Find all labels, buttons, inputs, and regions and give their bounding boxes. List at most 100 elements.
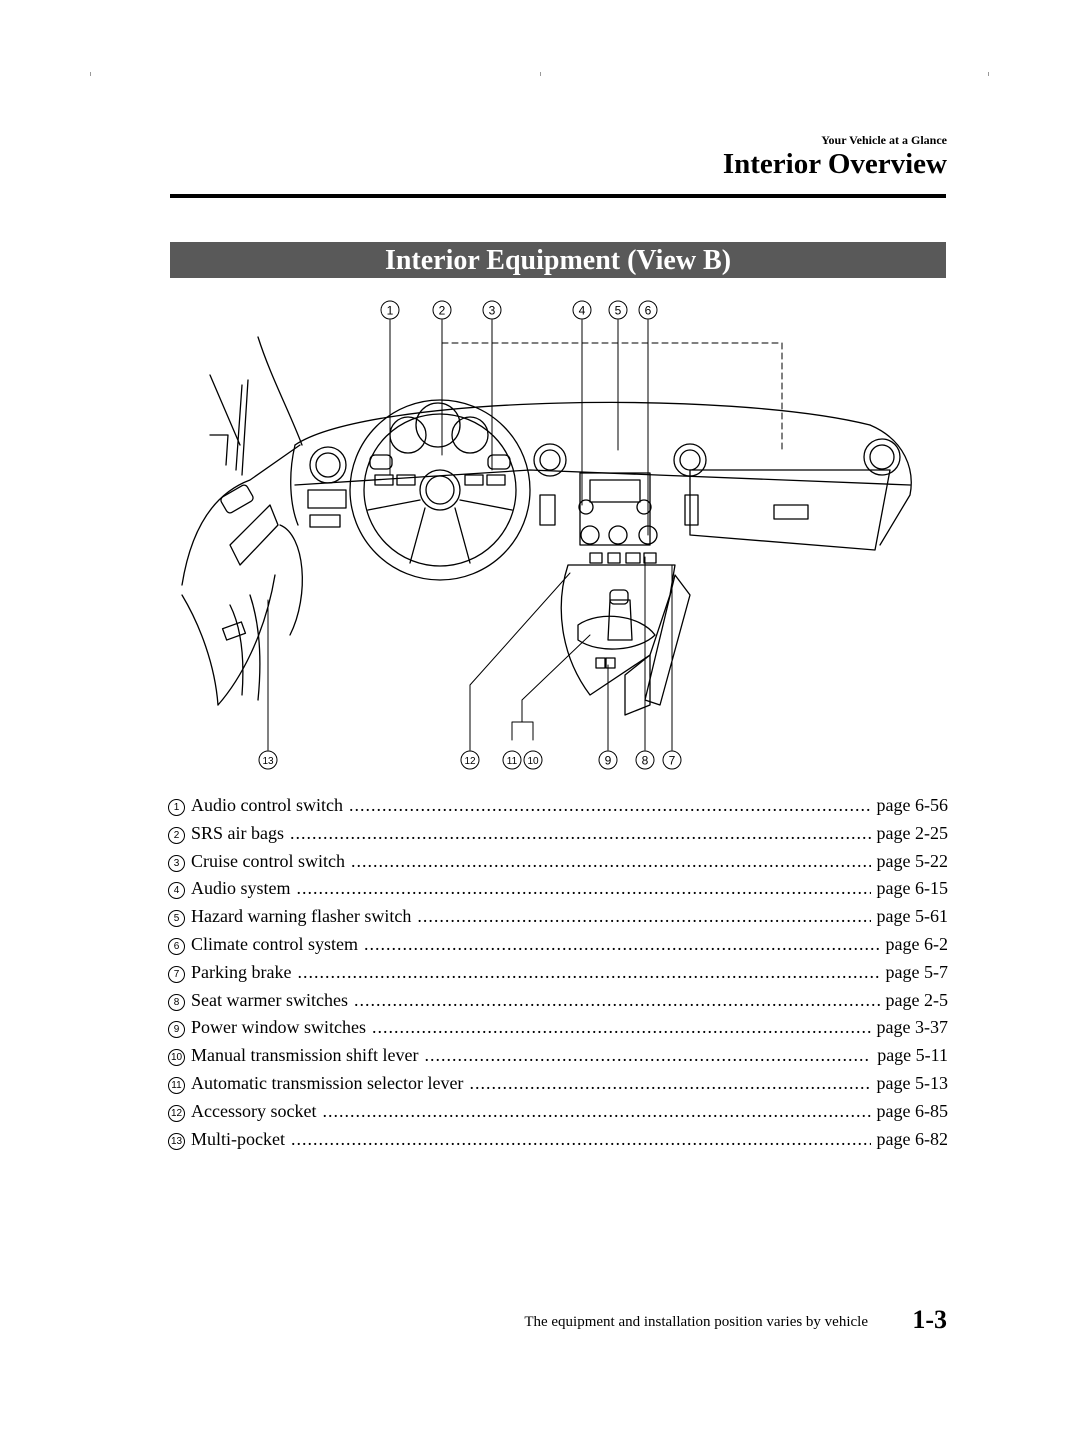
interior-diagram: 1 2 3 4 5 6 13 12 11 10 9 8 7 <box>170 295 946 785</box>
legend-item: 12 Accessory socket page 6-85 <box>168 1098 948 1126</box>
legend-page-ref: page 6-85 <box>876 1100 948 1121</box>
dot-leader <box>297 875 871 903</box>
legend-number: 5 <box>168 910 185 928</box>
crop-mark-right <box>988 72 989 76</box>
callout-1: 1 <box>380 300 400 320</box>
svg-text:9: 9 <box>605 754 612 768</box>
svg-text:1: 1 <box>387 304 394 318</box>
legend-label: Accessory socket <box>191 1100 317 1121</box>
legend-page-ref: page 2-25 <box>876 822 948 843</box>
dot-leader <box>364 931 880 959</box>
svg-text:4: 4 <box>579 304 586 318</box>
legend-number: 9 <box>168 1021 185 1039</box>
svg-text:12: 12 <box>464 756 476 767</box>
steering-wheel-drawing <box>349 399 531 581</box>
legend-label: Power window switches <box>191 1017 366 1038</box>
footer-note: The equipment and installation position … <box>524 1314 868 1330</box>
svg-text:11: 11 <box>507 756 518 767</box>
page-number: 1-3 <box>912 1305 947 1334</box>
legend-item: 11 Automatic transmission selector lever p… <box>168 1070 948 1098</box>
legend-page-ref: page 3-37 <box>876 1017 948 1038</box>
callout-12: 12 <box>460 750 480 770</box>
legend-item: 10 Manual transmission shift lever page 5-… <box>168 1042 948 1070</box>
legend-number: 12 <box>168 1104 185 1122</box>
legend-label: Hazard warning flasher switch <box>191 906 412 927</box>
legend-page-ref: page 5-61 <box>876 906 948 927</box>
section-banner: Interior Equipment (View B) <box>170 242 946 278</box>
legend-page-ref: page 5-22 <box>876 850 948 871</box>
legend-item: 7 Parking brake page 5-7 <box>168 959 948 987</box>
svg-text:2: 2 <box>439 304 446 318</box>
legend-number: 6 <box>168 937 185 955</box>
legend-number: 2 <box>168 826 185 844</box>
svg-text:8: 8 <box>642 754 649 768</box>
legend-page-ref: page 5-13 <box>876 1072 948 1093</box>
legend-page-ref: page 6-2 <box>885 933 948 954</box>
dot-leader <box>322 1098 870 1126</box>
legend-number: 8 <box>168 993 185 1011</box>
dot-leader <box>417 903 870 931</box>
svg-text:6: 6 <box>645 304 652 318</box>
dot-leader <box>349 792 871 820</box>
svg-text:10: 10 <box>527 756 539 767</box>
legend-item: 3 Cruise control switch page 5-22 <box>168 848 948 876</box>
legend-label: Cruise control switch <box>191 850 345 871</box>
legend-number: 10 <box>168 1049 185 1067</box>
legend-item: 1 Audio control switch page 6-56 <box>168 792 948 820</box>
legend-number: 1 <box>168 799 185 816</box>
callout-11: 11 <box>502 750 522 770</box>
callout-8: 8 <box>635 750 655 770</box>
legend-label: Audio system <box>191 878 291 899</box>
dot-leader <box>290 820 871 848</box>
dot-leader <box>469 1070 870 1098</box>
callout-13: 13 <box>258 750 278 770</box>
legend-page-ref: page 6-56 <box>876 795 948 815</box>
svg-text:5: 5 <box>615 304 622 318</box>
dot-leader <box>291 1126 871 1154</box>
legend-label: Audio control switch <box>191 795 343 815</box>
callout-6: 6 <box>638 300 658 320</box>
door-drawing <box>181 336 303 706</box>
dot-leader <box>424 1042 871 1070</box>
legend-label: SRS air bags <box>191 822 285 843</box>
legend-item: 5 Hazard warning flasher switch page 5-61 <box>168 903 948 931</box>
equipment-legend: 1 Audio control switch page 6-56 2 SRS air … <box>168 792 948 1153</box>
page-title: Interior Overview <box>722 148 947 180</box>
legend-item: 9 Power window switches page 3-37 <box>168 1014 948 1042</box>
legend-page-ref: page 2-5 <box>885 989 948 1010</box>
legend-item: 6 Climate control system page 6-2 <box>168 931 948 959</box>
legend-page-ref: page 5-11 <box>877 1045 948 1066</box>
legend-page-ref: page 6-15 <box>876 878 948 899</box>
callout-5: 5 <box>608 300 628 320</box>
legend-label: Manual transmission shift lever <box>191 1045 419 1066</box>
leader-lines <box>267 319 783 751</box>
callout-9: 9 <box>598 750 618 770</box>
title-rule <box>170 194 946 198</box>
svg-text:13: 13 <box>262 756 274 767</box>
legend-number: 4 <box>168 882 185 900</box>
legend-item: 8 Seat warmer switches page 2-5 <box>168 987 948 1015</box>
dot-leader <box>297 959 879 987</box>
legend-number: 11 <box>168 1076 185 1094</box>
callout-10: 10 <box>523 750 543 770</box>
legend-label: Automatic transmission selector lever <box>191 1072 464 1093</box>
dot-leader <box>351 848 871 876</box>
legend-label: Seat warmer switches <box>191 989 348 1010</box>
legend-label: Multi-pocket <box>191 1128 285 1149</box>
dot-leader <box>354 987 880 1015</box>
crop-mark-center <box>540 72 541 76</box>
legend-item: 4 Audio system page 6-15 <box>168 875 948 903</box>
section-label: Your Vehicle at a Glance <box>821 133 947 147</box>
callout-4: 4 <box>572 300 592 320</box>
crop-mark-left <box>90 72 91 76</box>
callout-2: 2 <box>432 300 452 320</box>
legend-label: Climate control system <box>191 933 358 954</box>
legend-page-ref: page 5-7 <box>885 961 948 982</box>
callout-7: 7 <box>662 750 682 770</box>
svg-text:3: 3 <box>489 304 496 318</box>
legend-item: 2 SRS air bags page 2-25 <box>168 820 948 848</box>
legend-number: 3 <box>168 854 185 872</box>
legend-number: 7 <box>168 965 185 983</box>
legend-label: Parking brake <box>191 961 292 982</box>
